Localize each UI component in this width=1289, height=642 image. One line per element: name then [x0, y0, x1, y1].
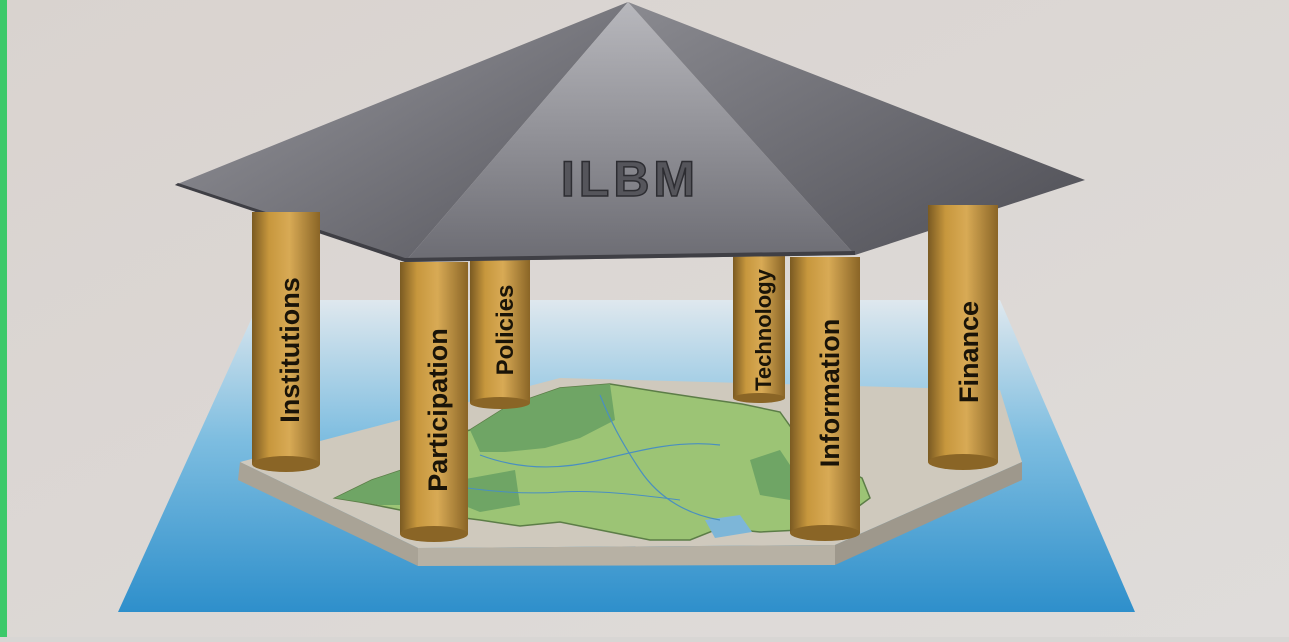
pillar-institutions: Institutions [252, 212, 320, 472]
roof-label-ilbm: ILBM [561, 151, 699, 207]
pillar-label-information: Information [815, 319, 845, 468]
platform-side-right [835, 462, 1022, 565]
pillar-label-technology: Technology [751, 268, 776, 391]
left-edge-strip [0, 0, 7, 637]
pillar-information: Information [790, 257, 860, 541]
pillar-participation: Participation [400, 262, 468, 542]
pillar-label-institutions: Institutions [275, 277, 305, 422]
pillar-policies: Policies [470, 255, 530, 409]
pillar-technology: Technology [733, 250, 785, 403]
pillar-label-participation: Participation [423, 328, 453, 492]
platform-side-front [418, 545, 835, 566]
pillar-label-policies: Policies [492, 285, 519, 376]
pillar-finance: Finance [928, 205, 998, 470]
platform-side-left [238, 462, 418, 566]
pillar-label-finance: Finance [954, 301, 984, 403]
